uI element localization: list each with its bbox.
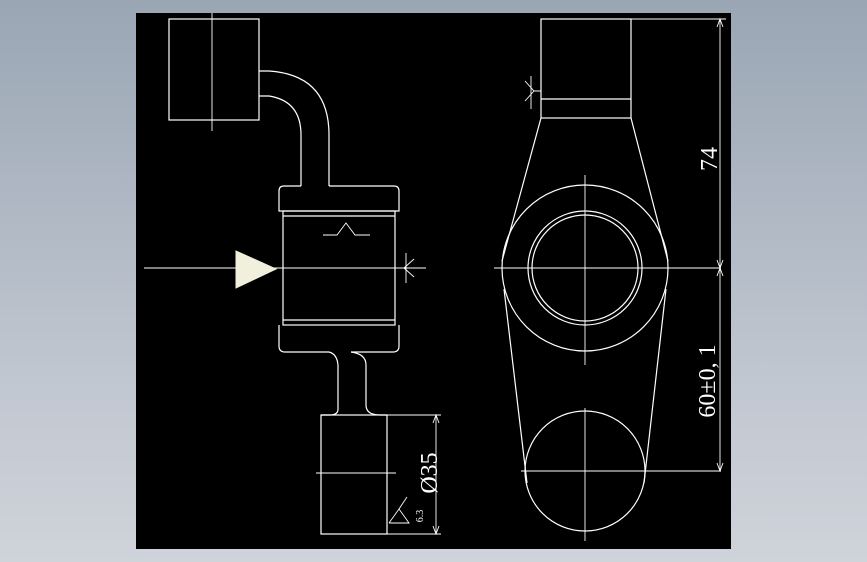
plan-view	[494, 18, 721, 541]
arm-tangent-right-lower	[643, 288, 667, 484]
arm-inner-curve	[259, 95, 302, 186]
clamp-symbol-top	[323, 222, 370, 236]
arm-outer-curve	[259, 70, 330, 186]
filled-triangle-arrow-icon	[235, 250, 278, 289]
top-boss-outline	[168, 18, 260, 121]
clamp-symbol-right	[398, 253, 415, 283]
dim-overall-length-label: 74	[697, 147, 723, 171]
roughness-symbol-icon	[388, 496, 410, 524]
cad-drawing: 74 60±0, 1 Ø35 6.3	[144, 13, 726, 541]
arm-tangent-left-lower	[503, 288, 528, 484]
clamp-symbol-boss	[524, 76, 541, 109]
dimension-annotations: 74 60±0, 1 Ø35 6.3	[387, 17, 726, 536]
dim74-arrow-top	[716, 17, 724, 28]
dim-pin-diameter-label: Ø35	[417, 452, 443, 493]
neck-left	[321, 351, 339, 416]
side-view	[144, 13, 426, 535]
upper-flange	[278, 185, 400, 212]
cad-drawing-viewport[interactable]: 74 60±0, 1 Ø35 6.3	[136, 13, 731, 549]
dim-center-distance-label: 60±0, 1	[695, 344, 721, 417]
dim60-arrow-bottom	[716, 462, 724, 473]
dim60-arrow-top	[716, 266, 724, 277]
plan-top-boss	[540, 18, 632, 119]
neck-right	[350, 351, 387, 416]
lower-flange	[278, 325, 400, 353]
roughness-value-label: 6.3	[415, 510, 426, 523]
dia-arrow-top	[432, 413, 440, 424]
dia-arrow-bottom	[432, 525, 440, 536]
pin-block-outline	[320, 414, 388, 535]
